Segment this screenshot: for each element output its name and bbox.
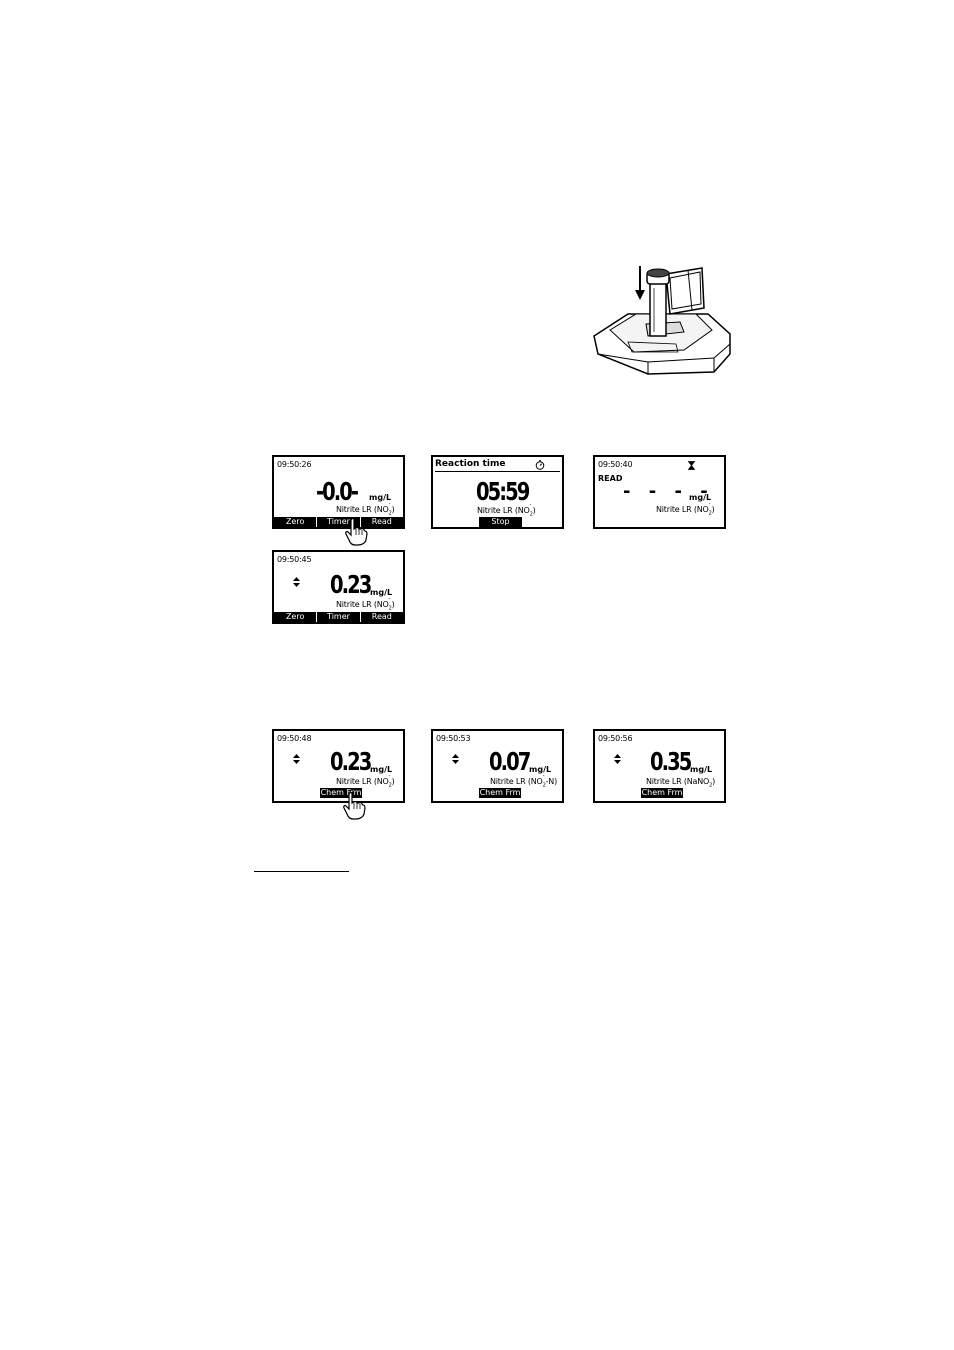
screen-title: Reaction time [435,459,506,469]
method-name: Nitrite LR (NO2-) [656,501,715,517]
clock-time: 09:50:48 [277,734,312,743]
countdown-value: 05:59 [476,477,530,506]
hourglass-icon [688,461,695,470]
reading-value: 0.07 [489,747,531,776]
reading-value: 0.35 [650,747,692,776]
method-name: Nitrite LR (NaNO2) [646,777,716,789]
reading-value: -0.0- [316,477,359,506]
method-name: Nitrite LR (NO2--N) [490,773,558,789]
unit-label: mg/L [529,765,552,774]
screen-title-bar: Reaction time [435,459,560,472]
timer-softkey[interactable]: Timer [317,517,361,527]
chem-form-softkey[interactable]: Chem Frm [641,788,683,798]
up-down-arrows-icon [293,577,300,587]
read-softkey[interactable]: Read [371,517,392,526]
pointing-hand-icon [343,792,366,820]
display-screen-zero: 09:50:26 -0.0- mg/L Nitrite LR (NO2-) Ze… [272,455,405,529]
pointing-hand-icon [345,518,368,546]
method-name: Nitrite LR (NO2-) [336,501,395,517]
up-down-arrows-icon [293,754,300,764]
display-screen-chem-form-no2: 09:50:48 0.23 mg/L Nitrite LR (NO2-) Che… [272,729,405,803]
unit-label: mg/L [690,765,713,774]
up-down-arrows-icon [452,754,459,764]
clock-time: 09:50:53 [436,734,471,743]
unit-label: mg/L [370,765,393,774]
meter-cuvette-illustration [593,266,731,375]
softkey-bar: Zero Timer Read [274,517,403,527]
stopwatch-icon [535,460,545,470]
reading-value: 0.23 [330,747,372,776]
softkey-bar: Zero Timer Read [274,612,403,622]
display-screen-result: 09:50:45 0.23 mg/L Nitrite LR (NO2-) Zer… [272,550,405,624]
method-name: Nitrite LR (NO2-) [477,502,536,518]
clock-time: 09:50:40 [598,460,633,469]
up-down-arrows-icon [614,754,621,764]
timer-softkey[interactable]: Timer [317,612,361,622]
reading-value: 0.23 [330,570,372,599]
zero-softkey[interactable]: Zero [274,517,318,527]
chem-form-softkey[interactable]: Chem Frm [320,788,362,798]
display-screen-reading: 09:50:40 READ - - - - mg/L Nitrite LR (N… [593,455,726,529]
clock-time: 09:50:26 [277,460,312,469]
read-softkey[interactable]: Read [371,612,392,621]
method-name: Nitrite LR (NO2-) [336,596,395,612]
unit-label: mg/L [369,493,392,502]
zero-softkey[interactable]: Zero [274,612,318,622]
display-screen-chem-form-nano2: 09:50:56 0.35 mg/L Nitrite LR (NaNO2) Ch… [593,729,726,803]
read-status-label: READ [598,474,623,483]
chem-form-softkey[interactable]: Chem Frm [479,788,521,798]
method-name: Nitrite LR (NO2-) [336,773,395,789]
stop-softkey[interactable]: Stop [479,517,522,527]
unit-label: mg/L [370,588,393,597]
unit-label: mg/L [689,493,712,502]
clock-time: 09:50:45 [277,555,312,564]
display-screen-reaction-timer: Reaction time 05:59 Nitrite LR (NO2-) St… [431,455,564,529]
display-screen-chem-form-no2n: 09:50:53 0.07 mg/L Nitrite LR (NO2--N) C… [431,729,564,803]
pending-dashes: - - - - [623,481,714,502]
footnote-divider [254,871,349,872]
clock-time: 09:50:56 [598,734,633,743]
